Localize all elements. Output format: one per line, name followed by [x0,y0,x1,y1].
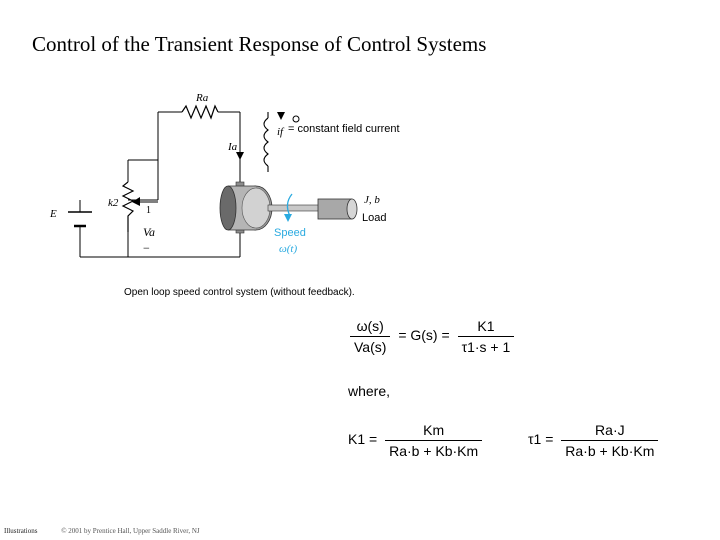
speed-arrowhead [284,214,292,222]
omega-t-label: ω(t) [279,243,297,255]
potentiometer [121,181,135,232]
tau1-equation: τ1 = Ra·J Ra·b + Kb·Km [528,422,659,459]
tau1-numerator: Ra·J [595,422,625,438]
speed-text: Speed [274,227,306,239]
if-label: if [277,126,285,138]
k1-fraction: Km Ra·b + Kb·Km [385,422,483,459]
tau1-denominator: Ra·b + Kb·Km [561,440,659,459]
footer: Illustrations © 2001 by Prentice Hall, U… [4,527,200,535]
resistor-ra [181,104,219,120]
battery-e-label: E [49,208,57,220]
load-text: Load [362,212,386,224]
tf-left-fraction: ω(s) Va(s) [350,318,391,355]
tau1-fraction: Ra·J Ra·b + Kb·Km [561,422,659,459]
tf-denominator: Va(s) [350,336,391,355]
k1-lhs: K1 = [348,431,378,448]
minus-sign: − [143,241,150,255]
pot-k2-label: k2 [108,197,119,209]
slide-title: Control of the Transient Response of Con… [32,32,487,56]
field-coil [263,112,269,172]
voltage-va-label: Va [143,225,155,239]
transfer-function-equation: ω(s) Va(s) = G(s) = K1 τ1·s + 1 [350,318,515,355]
diagram-caption: Open loop speed control system (without … [124,287,355,298]
ia-arrow [236,152,244,160]
k1-denominator: Ra·b + Kb·Km [385,440,483,459]
motor-shaft [267,204,321,212]
tf-right-fraction: K1 τ1·s + 1 [457,318,515,355]
tau1-lhs: τ1 = [528,431,554,448]
ia-label: Ia [227,141,238,153]
footer-label: Illustrations [4,527,38,535]
resistor-ra-label: Ra [195,92,209,104]
k1-numerator: Km [423,422,445,438]
if-arrow [277,112,285,120]
tf-k1: K1 [477,318,495,334]
where-label: where, [348,383,391,399]
field-current-text: = constant field current [288,123,400,135]
pot-pin-label: 1 [146,205,151,216]
tf-numerator: ω(s) [356,318,384,334]
circuit-wires [79,111,241,258]
tf-equals-gs: = G(s) = [398,327,450,344]
load-symbol: J, b [364,194,380,206]
k1-equation: K1 = Km Ra·b + Kb·Km [348,422,483,459]
tf-first-order-den: τ1·s + 1 [457,336,515,355]
pot-wiper-arrow [132,197,140,206]
motor-body [219,181,273,234]
footer-credit: © 2001 by Prentice Hall, Upper Saddle Ri… [61,527,200,535]
